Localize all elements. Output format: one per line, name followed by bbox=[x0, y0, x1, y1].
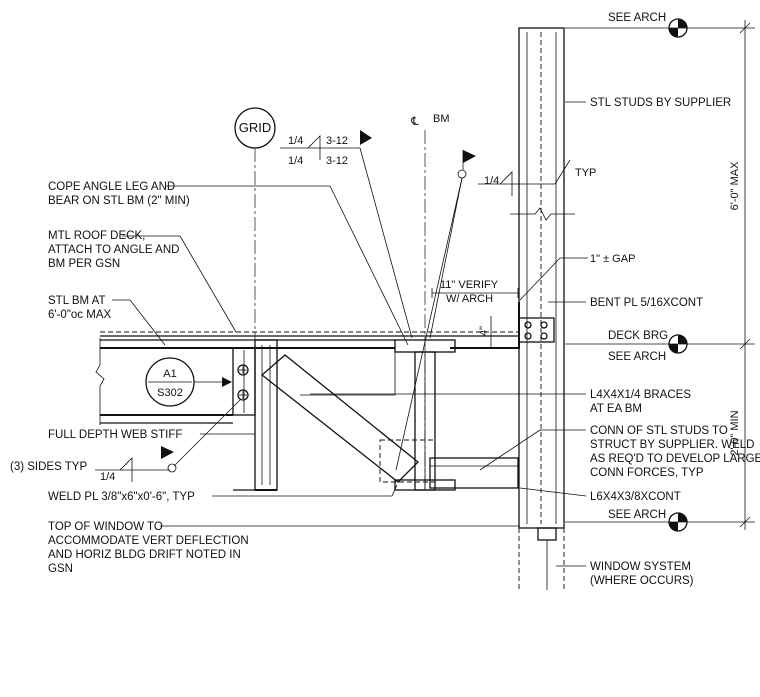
dim-lower-label: 2'-0" MIN bbox=[729, 410, 741, 455]
weld-stiff-size: 1/4 bbox=[100, 471, 115, 483]
note-braces-2: AT EA BM bbox=[590, 403, 642, 415]
weld-symbol-top: 1/4 3-12 1/4 3-12 bbox=[280, 130, 413, 339]
note-angle: L6X4X3/8XCONT bbox=[590, 491, 681, 503]
dim-4-inch: 4" bbox=[478, 326, 490, 336]
section-reference: A1 S302 bbox=[145, 357, 232, 407]
note-conn-2: STRUCT BY SUPPLIER. WELD bbox=[590, 439, 754, 451]
note-window-1: TOP OF WINDOW TO bbox=[48, 521, 163, 533]
elevation-marker-top bbox=[668, 18, 688, 38]
note-stiffener: FULL DEPTH WEB STIFF bbox=[48, 429, 182, 441]
note-braces-1: L4X4X1/4 BRACES bbox=[590, 389, 691, 401]
note-gap: 1" ± GAP bbox=[590, 253, 635, 265]
weld-symbol-stud: 1/4 TYP bbox=[395, 150, 596, 471]
note-deck-1: MTL ROOF DECK, bbox=[48, 230, 145, 242]
elevation-marker-low bbox=[668, 512, 688, 532]
angle-brace bbox=[260, 347, 436, 483]
note-studs: STL STUDS BY SUPPLIER bbox=[590, 97, 731, 109]
grid-bubble-label: GRID bbox=[239, 120, 272, 135]
note-cope-2: BEAR ON STL BM (2" MIN) bbox=[48, 195, 190, 207]
note-window-2: ACCOMMODATE VERT DEFLECTION bbox=[48, 535, 249, 547]
note-verify-1: 11" VERIFY bbox=[440, 279, 499, 291]
weld-top-size-2: 1/4 bbox=[288, 155, 303, 167]
metal-roof-deck bbox=[100, 331, 520, 337]
note-window-4: GSN bbox=[48, 563, 73, 575]
note-conn-1: CONN OF STL STUDS TO bbox=[590, 425, 728, 437]
weld-stud-note: TYP bbox=[575, 167, 596, 179]
note-window-sys-2: (WHERE OCCURS) bbox=[590, 575, 694, 587]
beam-stub bbox=[394, 339, 456, 491]
note-deck-2: ATTACH TO ANGLE AND bbox=[48, 244, 179, 256]
weld-top-len-1: 3-12 bbox=[326, 135, 348, 147]
steel-stud-wall bbox=[510, 27, 575, 590]
grid-bubble: GRID bbox=[234, 107, 276, 345]
note-deck-3: BM PER GSN bbox=[48, 258, 120, 270]
note-beam-1: STL BM AT bbox=[48, 295, 106, 307]
note-see-arch-top: SEE ARCH bbox=[608, 12, 666, 24]
centerline-label: BM bbox=[433, 113, 450, 125]
note-window-sys-1: WINDOW SYSTEM bbox=[590, 561, 691, 573]
steel-beam bbox=[95, 338, 395, 425]
weld-symbol-stiffener: 1/4 bbox=[95, 399, 241, 483]
note-verify-2: W/ ARCH bbox=[446, 293, 493, 305]
note-weld-plate: WELD PL 3/8"x6"x0'-6", TYP bbox=[48, 491, 195, 503]
note-see-arch-mid: SEE ARCH bbox=[608, 351, 666, 363]
note-beam-2: 6'-0"oc MAX bbox=[48, 309, 111, 321]
note-cope-1: COPE ANGLE LEG AND bbox=[48, 181, 175, 193]
note-conn-3: AS REQ'D TO DEVELOP LARGE bbox=[590, 453, 760, 465]
section-sheet-number: S302 bbox=[157, 387, 183, 399]
connection-angle bbox=[429, 457, 519, 489]
note-sides: (3) SIDES TYP bbox=[10, 461, 87, 473]
mid-notes: 11" VERIFY W/ ARCH 4" 1" ± GAP bbox=[431, 253, 635, 348]
left-notes: COPE ANGLE LEG AND BEAR ON STL BM (2" MI… bbox=[10, 181, 520, 575]
note-conn-4: CONN FORCES, TYP bbox=[590, 467, 704, 479]
beam-centerline: ℄ BM bbox=[410, 113, 450, 490]
weld-top-size-1: 1/4 bbox=[288, 135, 303, 147]
note-see-arch-low: SEE ARCH bbox=[608, 509, 666, 521]
right-notes: SEE ARCH STL STUDS BY SUPPLIER BENT PL 5… bbox=[310, 12, 760, 587]
section-detail-number: A1 bbox=[163, 368, 176, 380]
web-stiffener bbox=[232, 347, 256, 416]
note-window-3: AND HORIZ BLDG DRIFT NOTED IN bbox=[48, 549, 241, 561]
note-deck-brg: DECK BRG bbox=[608, 330, 668, 342]
bent-plate bbox=[450, 302, 555, 349]
dimension-lines: 6'-0" MAX 2'-0" MIN bbox=[565, 20, 755, 530]
elevation-marker-mid bbox=[668, 334, 688, 354]
weld-top-len-2: 3-12 bbox=[326, 155, 348, 167]
note-bent-pl: BENT PL 5/16XCONT bbox=[590, 297, 703, 309]
centerline-symbol: ℄ bbox=[410, 116, 419, 128]
dim-upper-label: 6'-0" MAX bbox=[729, 161, 741, 210]
weld-stud-size: 1/4 bbox=[484, 175, 499, 187]
